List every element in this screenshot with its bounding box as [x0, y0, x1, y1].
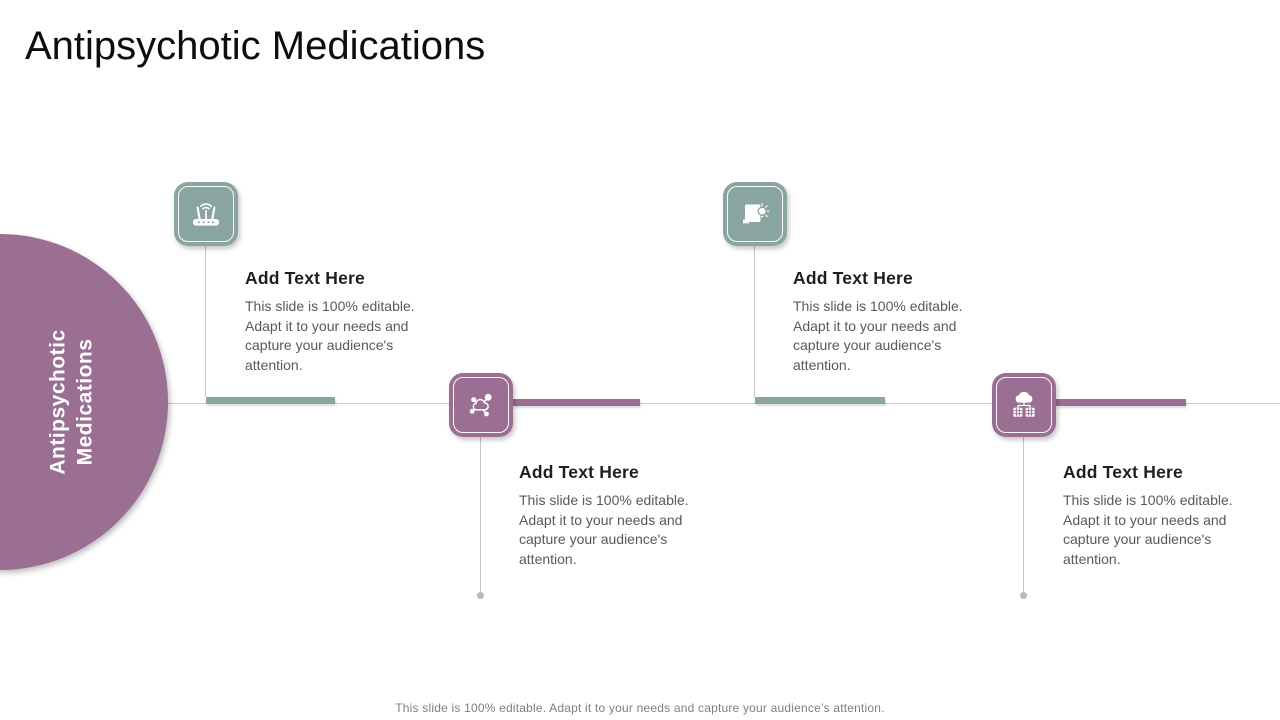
circle-label-line2: Medications	[74, 338, 97, 466]
connector-line-item3	[480, 437, 481, 593]
timeline-line	[0, 403, 1280, 404]
connector-end-dot-item3	[477, 592, 484, 599]
item3-heading: Add Text Here	[519, 462, 639, 482]
accent-bar-item1	[206, 397, 335, 404]
item4-body: This slide is 100% editable. Adapt it to…	[1063, 492, 1233, 567]
footer-caption[interactable]: This slide is 100% editable. Adapt it to…	[395, 701, 885, 715]
accent-bar-item4	[1056, 399, 1186, 406]
item1-heading: Add Text Here	[245, 268, 365, 288]
page-title[interactable]: Antipsychotic Medications	[25, 24, 486, 68]
item2-body: This slide is 100% editable. Adapt it to…	[793, 298, 963, 373]
wifi-router-icon	[178, 186, 234, 242]
connector-end-dot-item4	[1020, 592, 1027, 599]
text-placeholder-item2[interactable]: Add Text Here This slide is 100% editabl…	[793, 268, 969, 375]
icon-tile-item4[interactable]	[992, 373, 1056, 437]
item2-heading: Add Text Here	[793, 268, 913, 288]
connector-line-item4	[1023, 437, 1024, 593]
cloud-server-icon	[996, 377, 1052, 433]
text-placeholder-item4[interactable]: Add Text Here This slide is 100% editabl…	[1063, 462, 1239, 569]
connector-line-item1	[205, 246, 206, 397]
accent-bar-item3	[513, 399, 640, 406]
text-placeholder-item1[interactable]: Add Text Here This slide is 100% editabl…	[245, 268, 421, 375]
item1-body: This slide is 100% editable. Adapt it to…	[245, 298, 415, 373]
accent-bar-item2	[755, 397, 885, 404]
circle-label: Antipsychotic Medications	[45, 329, 100, 474]
circle-label-line1: Antipsychotic	[46, 329, 70, 475]
icon-tile-item2[interactable]	[723, 182, 787, 246]
icon-tile-item3[interactable]	[449, 373, 513, 437]
network-molecule-icon	[453, 377, 509, 433]
icon-tile-item1[interactable]	[174, 182, 238, 246]
connector-line-item2	[754, 246, 755, 397]
item3-body: This slide is 100% editable. Adapt it to…	[519, 492, 689, 567]
item4-heading: Add Text Here	[1063, 462, 1183, 482]
text-placeholder-item3[interactable]: Add Text Here This slide is 100% editabl…	[519, 462, 695, 569]
idea-book-icon	[727, 186, 783, 242]
